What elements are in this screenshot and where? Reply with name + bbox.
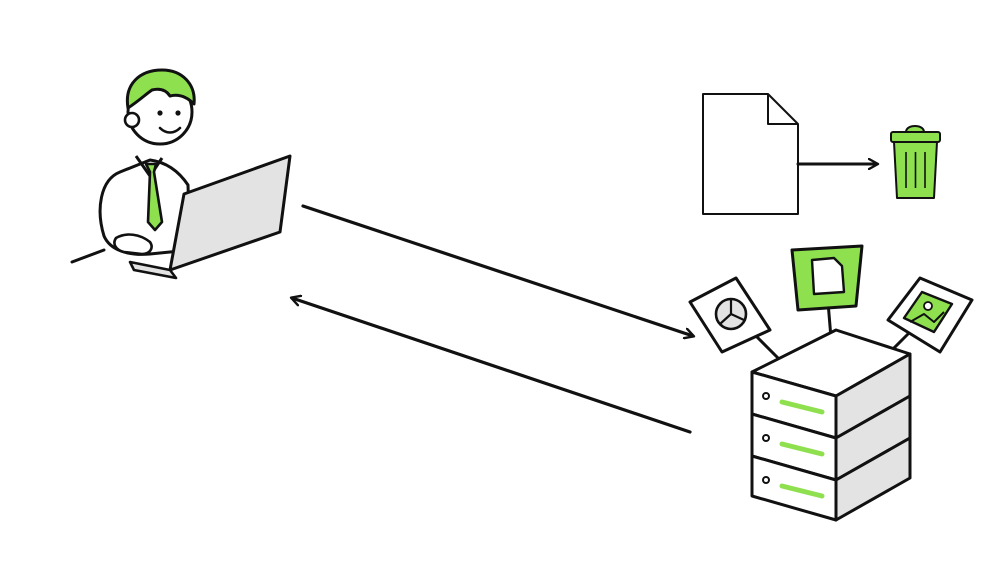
- image-frame: [902, 290, 954, 334]
- file-card-icon: [790, 244, 864, 312]
- trash-lid: [890, 131, 941, 143]
- server-light: [762, 476, 770, 484]
- arrow-server-to-user: [292, 298, 692, 434]
- server-led-bar: [779, 399, 825, 415]
- person-eye-left: [157, 110, 163, 116]
- server-unit: [750, 436, 912, 522]
- pie-slices: [718, 297, 746, 326]
- pie-chart-card-icon: [688, 276, 772, 354]
- image-mountains: [909, 311, 945, 323]
- server-led-bar: [779, 441, 825, 457]
- person-hair: [125, 68, 196, 110]
- server-stack-icon: [750, 328, 912, 522]
- server-light: [762, 392, 770, 400]
- file-glyph: [810, 256, 846, 296]
- document-icon: [702, 93, 799, 215]
- image-card-icon: [886, 276, 974, 354]
- person-smile: [158, 126, 182, 134]
- server-unit: [750, 394, 912, 482]
- person-hand: [113, 233, 153, 256]
- arrow-user-to-server: [301, 204, 693, 336]
- person-at-laptop-icon: [70, 68, 292, 280]
- image-sun: [923, 301, 933, 311]
- tie-icon: [144, 162, 164, 232]
- trash-can-icon: [890, 125, 941, 199]
- laptop-screen: [168, 154, 292, 272]
- person-eye-right: [175, 110, 181, 116]
- server-light: [762, 434, 770, 442]
- document-fold: [767, 94, 798, 125]
- desk-line: [70, 248, 106, 264]
- person-ear: [123, 111, 141, 129]
- trash-handle: [905, 125, 925, 133]
- laptop-base: [128, 260, 178, 280]
- server-led-bar: [779, 483, 825, 499]
